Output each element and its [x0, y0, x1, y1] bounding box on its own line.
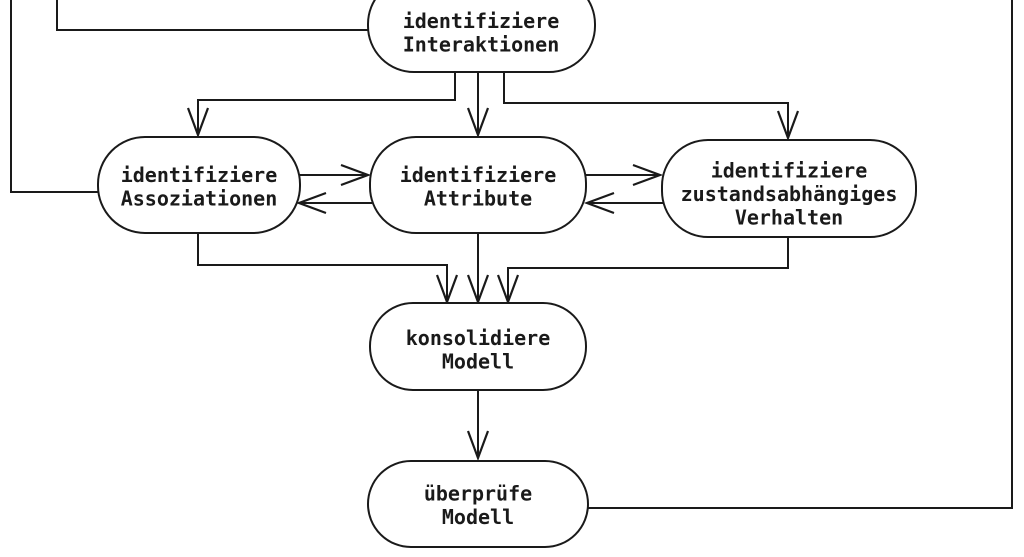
node-ueberpruefe-modell-shape — [367, 460, 589, 548]
node-verhalten-line1: identifiziere — [711, 159, 868, 183]
edge-assoziationen-to-konsolidiere — [197, 233, 459, 306]
node-identifiziere-attribute-shape — [369, 136, 587, 234]
edge-verhalten-to-konsolidiere — [496, 237, 789, 306]
node-identifiziere-assoziationen-line2: Assoziationen — [121, 187, 278, 211]
edge-layer — [10, 0, 1013, 509]
edge-interaktionen-to-verhalten — [503, 72, 800, 142]
node-verhalten-line2: zustandsabhängiges — [681, 182, 898, 206]
edge-interaktionen-to-assoziationen — [186, 72, 456, 139]
node-konsolidiere-modell-line2: Modell — [442, 350, 514, 374]
node-layer: identifiziere Interaktionen identifizier… — [97, 0, 917, 548]
node-identifiziere-assoziationen: identifiziere Assoziationen — [97, 136, 301, 234]
node-identifiziere-attribute-line2: Attribute — [424, 187, 532, 211]
node-identifiziere-interaktionen-shape — [367, 0, 596, 73]
node-ueberpruefe-modell: überprüfe Modell — [367, 460, 589, 548]
node-identifiziere-interaktionen: identifiziere Interaktionen — [367, 0, 596, 73]
node-identifiziere-zustandsabhaengiges-verhalten: identifiziere zustandsabhängiges Verhalt… — [661, 139, 917, 238]
node-identifiziere-interaktionen-line1: identifiziere — [403, 9, 560, 33]
node-verhalten-line3: Verhalten — [735, 206, 843, 230]
node-identifiziere-attribute-line1: identifiziere — [400, 163, 557, 187]
node-konsolidiere-modell-line1: konsolidiere — [406, 326, 551, 350]
edge-feedback-into-assoziationen — [10, 0, 98, 193]
node-identifiziere-interaktionen-line2: Interaktionen — [403, 33, 560, 57]
node-identifiziere-assoziationen-line1: identifiziere — [121, 163, 278, 187]
node-ueberpruefe-modell-line1: überprüfe — [424, 482, 532, 506]
node-identifiziere-zustandsabhaengiges-verhalten-shape — [661, 139, 917, 238]
node-identifiziere-assoziationen-shape — [97, 136, 301, 234]
node-identifiziere-attribute: identifiziere Attribute — [369, 136, 587, 234]
edge-feedback-into-interaktionen — [56, 0, 368, 31]
edge-ueberpruefe-feedback-loop — [588, 0, 1013, 509]
node-konsolidiere-modell-shape — [369, 302, 587, 391]
node-konsolidiere-modell: konsolidiere Modell — [369, 302, 587, 391]
node-ueberpruefe-modell-line2: Modell — [442, 505, 514, 529]
